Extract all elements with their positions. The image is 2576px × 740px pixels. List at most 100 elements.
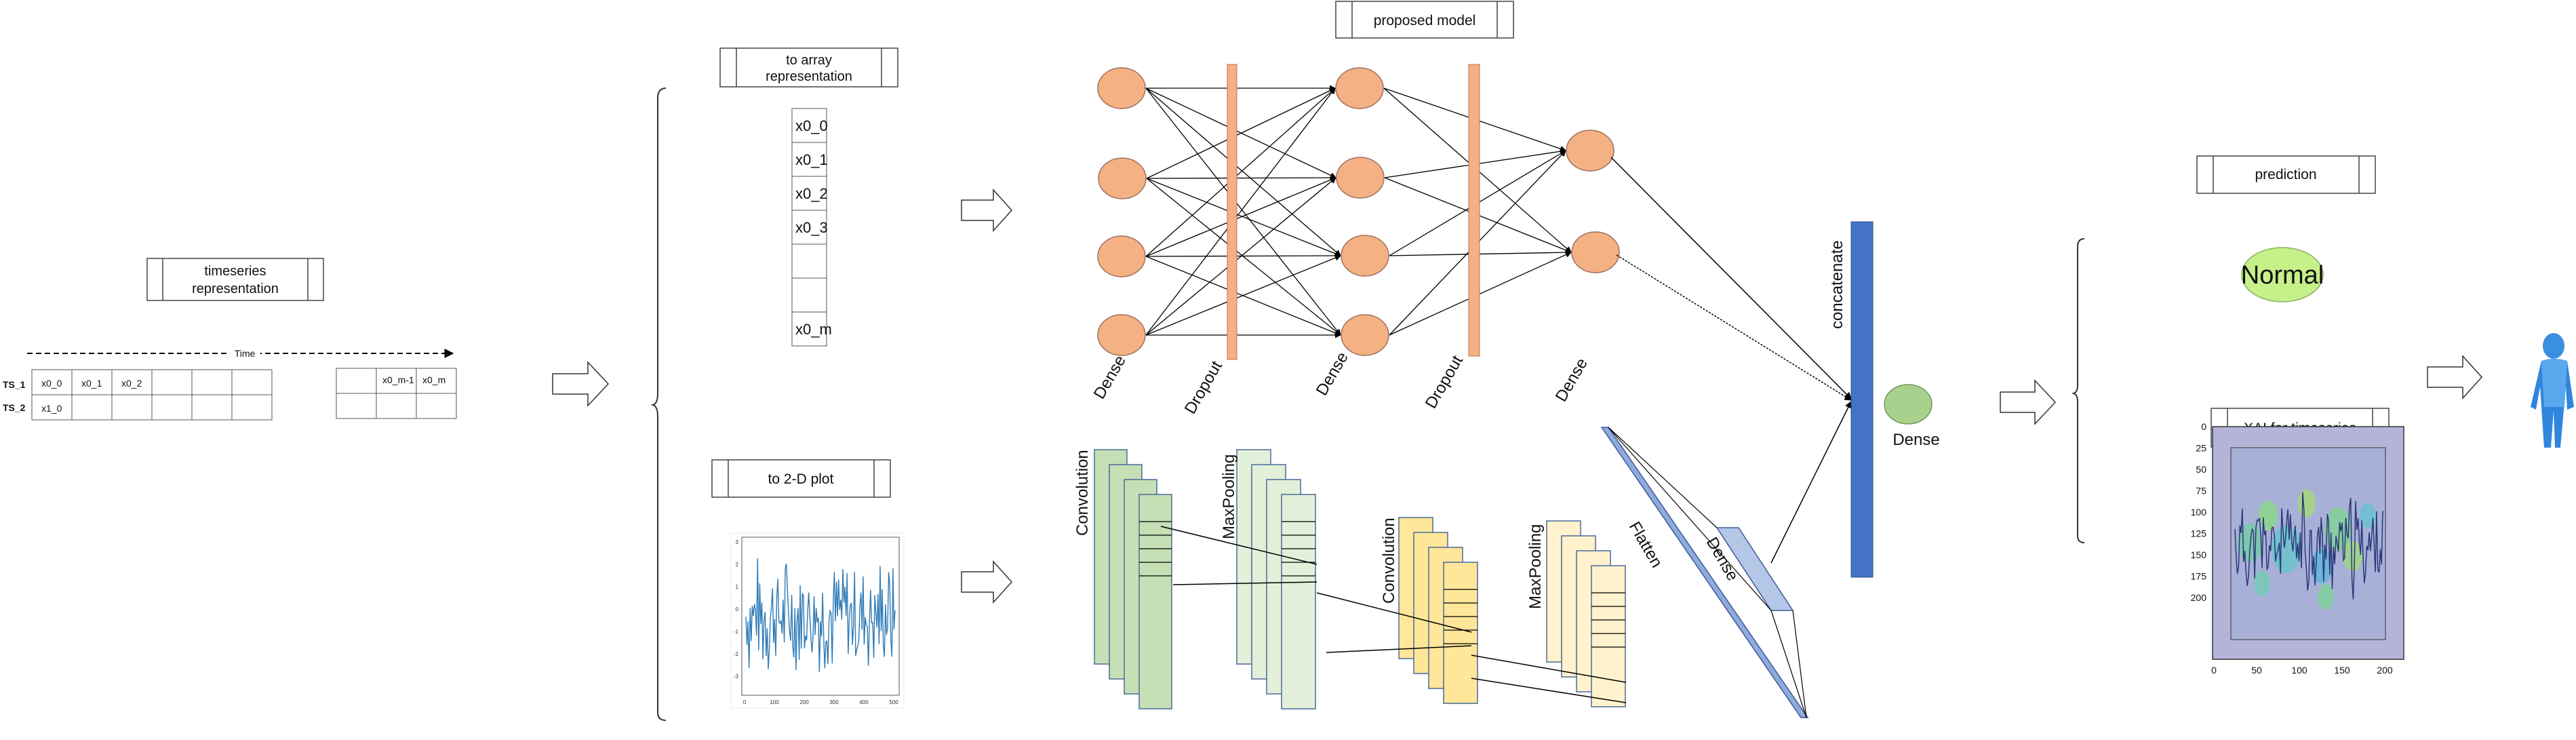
- neuron-node: [1097, 314, 1146, 356]
- flatten-bar: [1600, 427, 1809, 718]
- array-cell-text: x0_1: [795, 151, 828, 168]
- array-cell: [791, 142, 827, 177]
- heatmap-y-tick: 150: [2191, 549, 2207, 560]
- time-arrow: Time: [27, 348, 454, 359]
- table-cell: [231, 394, 273, 421]
- timeseries-title-line2: representation: [192, 281, 279, 296]
- x-tick-label: 0: [743, 699, 747, 705]
- feature-map: [1281, 494, 1316, 709]
- array-column: x0_0x0_1x0_2x0_3x0_m: [791, 108, 832, 347]
- y-tick-label: -1: [734, 629, 739, 635]
- neuron-node: [1566, 130, 1614, 172]
- array-cell-text: x0_0: [795, 117, 828, 134]
- table-cell: [151, 369, 193, 395]
- convolution-stack-1: [1094, 449, 1172, 709]
- heatmap-y-tick: 125: [2191, 528, 2207, 539]
- output-dense-label: Dense: [1893, 431, 1939, 449]
- heatmap-x-tick: 150: [2334, 665, 2350, 676]
- table-cell: [191, 394, 233, 421]
- y-tick-label: 0: [736, 606, 739, 612]
- dense-label-3: Dense: [1552, 355, 1591, 405]
- flow-arrow-4: [2000, 379, 2057, 425]
- table-cell-text: x0_1: [81, 378, 102, 389]
- proposed-model-box: proposed model: [1335, 1, 1514, 39]
- y-tick-label: 2: [736, 562, 739, 568]
- table-cell: [231, 369, 273, 395]
- table-cell: [336, 368, 377, 394]
- dropout-label-1: Dropout: [1181, 357, 1226, 417]
- heatmap-y-tick: 175: [2191, 571, 2207, 582]
- x-tick-label: 300: [829, 699, 839, 705]
- table-cell: [151, 394, 193, 421]
- neuron-node: [1341, 235, 1389, 277]
- convolution-stack-2: [1398, 517, 1478, 704]
- prediction-result: Normal: [2241, 247, 2324, 303]
- time-label: Time: [235, 348, 256, 359]
- y-tick-label: -3: [734, 674, 739, 680]
- timeseries-title-line1: timeseries: [204, 264, 266, 279]
- table-cell: [376, 393, 417, 419]
- heatmap-y-tick: 200: [2191, 592, 2207, 603]
- table-cell-text: x0_m-1: [382, 374, 414, 385]
- array-cell-text: x0_m: [795, 321, 832, 338]
- neuron-node: [1097, 67, 1146, 109]
- dropout-bar-1: [1227, 64, 1237, 360]
- x-tick-label: 400: [859, 699, 869, 705]
- array-cell: [791, 311, 827, 347]
- user-figure-icon: [2531, 333, 2574, 448]
- prediction-value: Normal: [2241, 261, 2324, 290]
- concatenate-block: concatenate: [1608, 157, 1874, 718]
- to-2d-plot-box: to 2-D plot: [711, 459, 891, 498]
- pool1-label: MaxPooling: [1220, 454, 1238, 539]
- neuron-node: [1341, 314, 1389, 356]
- array-cell: [791, 108, 827, 143]
- array-cell: [791, 277, 827, 313]
- concatenate-label: concatenate: [1828, 240, 1846, 329]
- x-tick-label: 200: [799, 699, 809, 705]
- neuron-node: [1335, 67, 1384, 109]
- heatmap-x-tick: 200: [2377, 665, 2393, 676]
- maxpooling-stack-1: [1236, 449, 1316, 709]
- to-array-line1: to array: [786, 53, 832, 68]
- neuron-node: [1097, 235, 1146, 277]
- table-cell: [71, 394, 113, 421]
- array-cell: [791, 210, 827, 245]
- table-cell: [31, 394, 73, 421]
- timeseries-representation-box: timeseries representation: [146, 258, 324, 301]
- dense-label-2: Dense: [1313, 349, 1352, 399]
- heatmap-x-tick: 50: [2251, 665, 2262, 676]
- table-cell: [191, 369, 233, 395]
- heatmap-y-tick: 0: [2201, 421, 2206, 432]
- table-cell-text: x0_2: [121, 378, 142, 389]
- table-cell: [336, 393, 377, 419]
- to-array-line2: representation: [766, 69, 852, 84]
- dense-label-1: Dense: [1090, 352, 1130, 402]
- neuron-node: [1336, 157, 1385, 199]
- array-cell: [791, 244, 827, 279]
- neuron-node: [1571, 231, 1620, 273]
- row-label-ts1: TS_1: [3, 379, 26, 390]
- flow-arrow-2: [961, 189, 1013, 232]
- feature-map: [1591, 565, 1626, 707]
- flatten-label: Flatten: [1625, 519, 1666, 571]
- right-brace: [2071, 238, 2085, 543]
- table-cell-text: x0_0: [41, 378, 62, 389]
- left-brace: [650, 87, 667, 721]
- output-dense: Dense: [1884, 384, 1940, 449]
- neuron-node: [1098, 157, 1147, 199]
- flow-arrow-5: [2427, 355, 2483, 400]
- maxpooling-stack-2: [1546, 520, 1626, 707]
- row-label-ts2: TS_2: [3, 402, 26, 413]
- conv2-label: Convolution: [1380, 518, 1398, 604]
- feature-map: [1443, 562, 1478, 704]
- prediction-box: prediction: [2196, 155, 2376, 194]
- y-tick-label: -2: [734, 651, 739, 657]
- flow-arrow-3: [961, 560, 1013, 604]
- proposed-model-title: proposed model: [1374, 13, 1476, 28]
- heatmap-x-tick: 100: [2291, 665, 2307, 676]
